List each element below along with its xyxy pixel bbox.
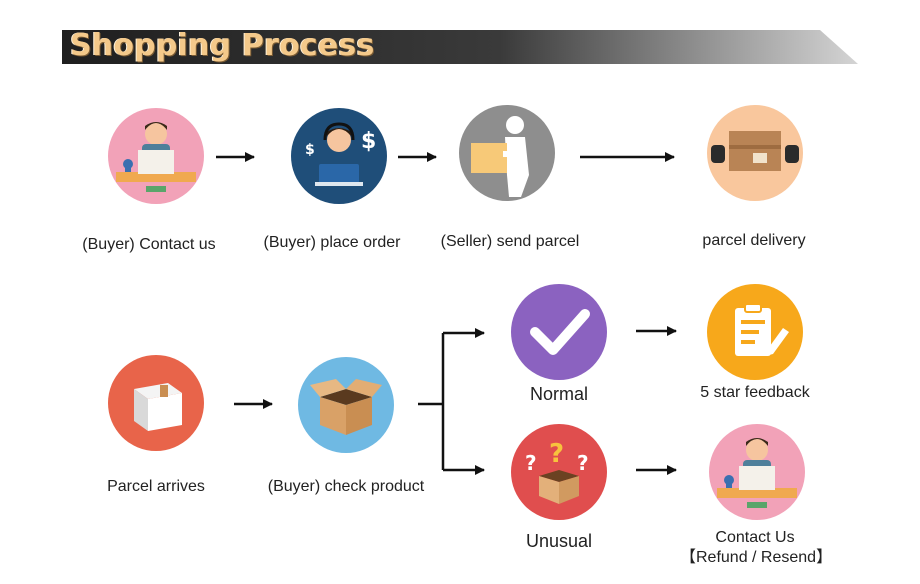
delivery-node (707, 105, 803, 201)
svg-text:?: ? (577, 451, 589, 475)
unusual-node: ? ? ? (511, 424, 607, 520)
support-agent-laptop-icon: $ $ (291, 108, 387, 204)
branch-connector (418, 333, 445, 470)
step-label-place-order: (Buyer) place order (263, 234, 401, 251)
person-carrying-box-icon (459, 105, 555, 201)
normal-node (511, 284, 607, 380)
step-label-contact-refund-line2: 【Refund / Resend】 (680, 549, 833, 566)
step-label-delivery: parcel delivery (702, 232, 806, 249)
clipboard-pencil-icon (707, 284, 803, 380)
svg-text:$: $ (305, 142, 315, 158)
svg-text:$: $ (361, 129, 376, 154)
feedback-node (707, 284, 803, 380)
parcel-arrives-node (108, 355, 204, 451)
buyer-at-laptop-icon (108, 108, 204, 204)
step-label-contact-refund-line1: Contact Us (715, 529, 795, 546)
step-label-arrives: Parcel arrives (107, 478, 205, 495)
buyer-at-laptop-icon (709, 424, 805, 520)
parcel-handover-icon (707, 105, 803, 201)
open-box-icon (298, 357, 394, 453)
question-box-icon: ? ? ? (511, 424, 607, 520)
svg-text:?: ? (549, 439, 564, 469)
place-order-node: $ $ (291, 108, 387, 204)
closed-box-icon (108, 355, 204, 451)
step-label-unusual: Unusual (525, 531, 593, 551)
page-title: Shopping Process (70, 28, 375, 63)
contact-refund-node (709, 424, 805, 520)
send-parcel-node (459, 105, 555, 201)
title-banner: Shopping Process (62, 28, 858, 64)
step-label-check: (Buyer) check product (267, 478, 425, 495)
check-product-node (298, 357, 394, 453)
checkmark-icon (511, 284, 607, 380)
buyer-contact-node (108, 108, 204, 204)
step-label-feedback: 5 star feedback (700, 384, 810, 401)
svg-text:?: ? (525, 451, 537, 475)
step-label-normal: Normal (529, 384, 588, 404)
step-label-send-parcel: (Seller) send parcel (440, 233, 580, 250)
step-label-contact: (Buyer) Contact us (82, 236, 216, 253)
